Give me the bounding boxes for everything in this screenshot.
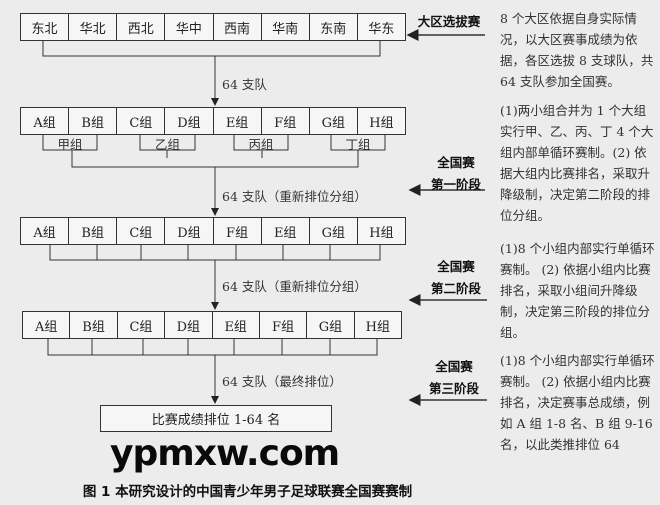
flow-label: 64 支队（重新排位分组） <box>222 189 367 204</box>
group-cell: A组 <box>21 218 70 244</box>
group-cell: C组 <box>117 108 166 134</box>
group-cell: E组 <box>214 108 262 134</box>
description: (1)8 个小组内部实行单循环赛制。 (2) 依据小组内比赛排名，决定赛事总成绩… <box>500 353 655 452</box>
flow-label: 64 支队 <box>222 77 267 92</box>
group-cell: H组 <box>369 225 394 241</box>
group-cell: B组 <box>69 108 118 134</box>
merged-group-label: 丙组 <box>248 137 274 152</box>
group-cell: G组 <box>310 108 358 134</box>
group-cell: G组 <box>310 218 358 244</box>
stage-line: 全国赛 <box>435 359 473 374</box>
stage-label: 大区选拔赛 <box>410 11 488 33</box>
watermark: ypmxw.com <box>110 433 340 474</box>
stage-line: 第三阶段 <box>428 381 479 396</box>
stage3-groups-row: A组 B组 C组 D组 E组 F组 G组 H组 <box>22 311 402 339</box>
description: (1)两小组合并为 1 个大组实行甲、乙、丙、丁 4 个大组内部单循环赛制。(2… <box>500 103 654 223</box>
description: (1)8 个小组内部实行单循环赛制。 (2) 依据小组内比赛排名，采取小组间升降… <box>500 241 655 340</box>
final-ranking-box: 比赛成绩排位 1-64 名 <box>100 405 332 432</box>
group-cell: H组 <box>369 115 394 131</box>
regions-row: 东北 华北 西北 华中 西南 华南 东南 华东 <box>20 13 406 41</box>
stage-label: 全国赛第三阶段 <box>418 356 490 400</box>
group-cell: B组 <box>70 312 118 338</box>
group-cell: E组 <box>262 218 310 244</box>
stage2-groups-row: A组 B组 C组 D组 F组 E组 G组 H组 <box>20 217 406 245</box>
stage-line: 第一阶段 <box>430 177 481 192</box>
merged-group-label: 乙组 <box>154 137 180 152</box>
group-cell: C组 <box>118 312 166 338</box>
stage1-groups-row: A组 B组 C组 D组 E组 F组 G组 H组 <box>20 107 406 135</box>
merged-group-label: 丁组 <box>345 137 371 152</box>
stage-line: 第二阶段 <box>430 281 481 296</box>
group-cell: F组 <box>262 108 310 134</box>
group-cell: D组 <box>165 218 214 244</box>
group-cell: F组 <box>214 218 262 244</box>
region-cell: 东北 <box>21 14 70 40</box>
stage-label: 全国赛第一阶段 <box>420 152 492 196</box>
region-cell: 华北 <box>69 14 118 40</box>
group-cell: C组 <box>117 218 166 244</box>
group-cell: A组 <box>23 312 71 338</box>
flow-label: 64 支队（最终排位） <box>222 374 342 389</box>
stage-line: 全国赛 <box>437 155 475 170</box>
region-cell: 华南 <box>262 14 310 40</box>
group-cell: H组 <box>365 319 390 335</box>
group-cell: G组 <box>307 312 355 338</box>
group-cell: D组 <box>165 312 213 338</box>
figure-caption: 图 1 本研究设计的中国青少年男子足球联赛全国赛赛制 <box>82 484 413 500</box>
region-cell: 西北 <box>117 14 166 40</box>
group-cell: D组 <box>165 108 214 134</box>
group-cell: E组 <box>213 312 260 338</box>
flow-label: 64 支队（重新排位分组） <box>222 279 367 294</box>
region-cell: 西南 <box>214 14 262 40</box>
region-cell: 华中 <box>165 14 214 40</box>
group-cell: F组 <box>260 312 308 338</box>
description: 8 个大区依据自身实际情况，以大区赛事成绩为依据，各区选拔 8 支球队，共 64… <box>500 11 654 89</box>
group-cell: A组 <box>21 108 70 134</box>
region-cell: 华东 <box>368 21 395 37</box>
merged-group-label: 甲组 <box>57 137 83 152</box>
stage-line: 大区选拔赛 <box>417 14 481 29</box>
stage-line: 全国赛 <box>437 259 475 274</box>
group-cell: B组 <box>69 218 118 244</box>
region-cell: 东南 <box>310 14 358 40</box>
stage-label: 全国赛第二阶段 <box>420 256 492 300</box>
